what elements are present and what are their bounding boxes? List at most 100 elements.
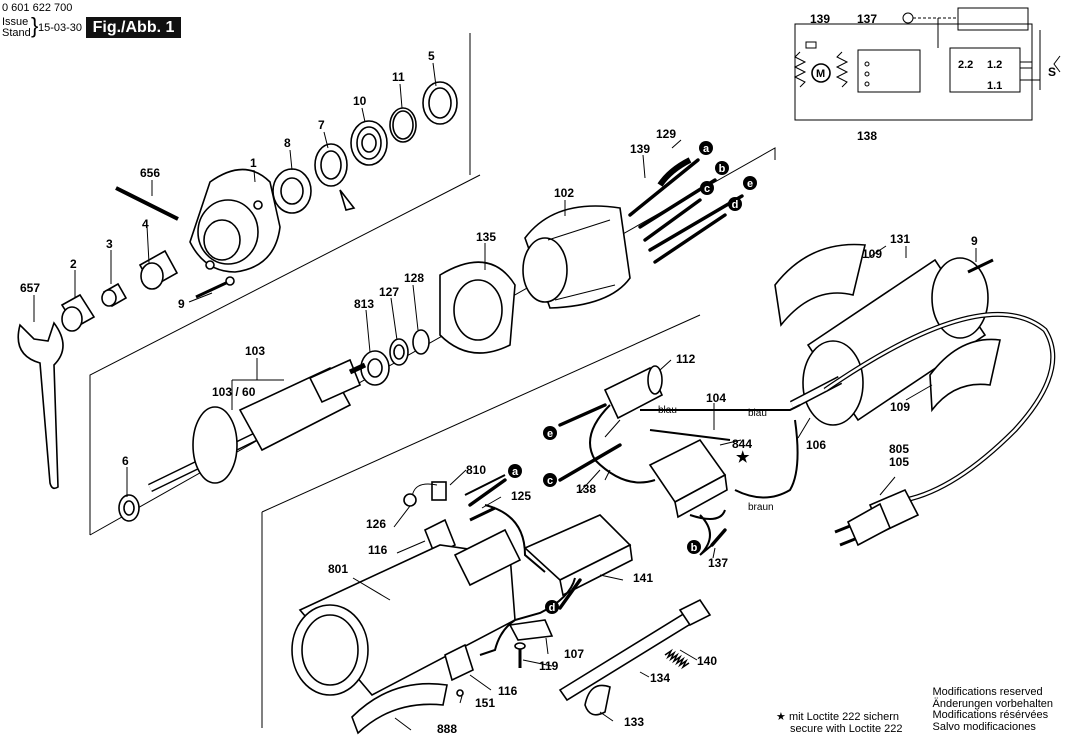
label-2: 2: [70, 257, 77, 271]
part-135-baffle: [439, 261, 516, 354]
svg-text:c: c: [547, 475, 553, 487]
label-805: 805: [889, 442, 909, 456]
loctite-line-1: mit Loctite 222 sichern: [788, 711, 899, 723]
schematic-label-2-2: 2.2: [958, 59, 973, 71]
part-number: 0 601 622 700: [2, 2, 73, 14]
schematic-label-1-2: 1.2: [987, 59, 1002, 71]
part-11-ring: [389, 107, 417, 143]
part-9-screw-right: [967, 258, 994, 274]
svg-text:b: b: [719, 163, 726, 175]
part-1-gear-housing: [189, 168, 281, 273]
part-4-sleeve: [138, 249, 179, 290]
part-6-washer: [118, 494, 140, 522]
stand-label: Stand: [2, 27, 31, 39]
label-134: 134: [650, 671, 670, 685]
label-810: 810: [466, 463, 486, 477]
svg-text:a: a: [512, 466, 519, 478]
loctite-note: ★ mit Loctite 222 sichern secure with Lo…: [776, 711, 903, 735]
label-10: 10: [353, 94, 367, 108]
svg-text:d: d: [732, 199, 739, 211]
connector-c-top: c: [700, 181, 714, 195]
field-coil-left: [793, 51, 807, 88]
wire-label-braun: braun: [748, 502, 774, 513]
part-813-bearing: [360, 350, 390, 386]
label-109-top: 109: [862, 247, 882, 261]
label-139: 139: [630, 142, 650, 156]
label-107: 107: [564, 647, 584, 661]
connector-b-top: b: [715, 161, 729, 175]
frame-lines-lower: [261, 314, 701, 728]
part-140-spring: [664, 648, 690, 670]
part-102-field: [522, 205, 631, 309]
motor-symbol: [811, 63, 831, 83]
schematic-label-137: 137: [857, 12, 877, 26]
part-9-screw-top: [195, 276, 235, 299]
part-888-sheet: [351, 682, 448, 735]
part-116-holder-lower: [444, 643, 474, 682]
schematic-label-1-1: 1.1: [987, 80, 1002, 92]
label-6: 6: [122, 454, 129, 468]
label-126: 126: [366, 517, 386, 531]
label-109-bottom: 109: [890, 400, 910, 414]
label-888: 888: [437, 722, 457, 735]
part-labels: 5 11 10 7 8 1 656 4 3 2 9 657 129 139 10…: [20, 49, 978, 735]
connector-a-bottom: a: [508, 464, 522, 478]
part-119-screw: [514, 642, 526, 668]
part-103-armature: [148, 358, 367, 493]
label-138: 138: [576, 482, 596, 496]
label-131: 131: [890, 232, 910, 246]
modifications-note: Modifications reserved Änderungen vorbeh…: [932, 686, 1053, 733]
note-line-2: Änderungen vorbehalten: [932, 697, 1053, 710]
label-128: 128: [404, 271, 424, 285]
connector-bubbles: a b c e d e c a b d: [508, 141, 757, 614]
label-1: 1: [250, 156, 257, 170]
schematic-label-S: S: [1048, 65, 1056, 79]
label-813: 813: [354, 297, 374, 311]
label-105: 105: [889, 455, 909, 469]
label-141: 141: [633, 571, 653, 585]
note-line-3: Modifications résérvées: [932, 709, 1049, 721]
brace: }: [31, 13, 39, 38]
wiring-schematic: S 139 137 138 M 2.2 1.2 1.1: [793, 7, 1061, 143]
connector-a-top: a: [699, 141, 713, 155]
part-801-motor-housing: [291, 528, 522, 697]
label-3: 3: [106, 237, 113, 251]
issue-label: Issue: [2, 16, 29, 28]
label-133: 133: [624, 715, 644, 729]
label-125: 125: [511, 489, 531, 503]
ground-symbol: [902, 12, 914, 24]
connector-b-bottom: b: [687, 540, 701, 554]
label-9-top: 9: [178, 297, 185, 311]
svg-text:c: c: [704, 183, 710, 195]
label-104: 104: [706, 391, 726, 405]
note-line-1: Modifications reserved: [932, 686, 1043, 698]
part-7-seal: [314, 143, 356, 211]
label-135: 135: [476, 230, 496, 244]
field-leads: [628, 157, 744, 264]
label-11: 11: [392, 70, 405, 84]
svg-text:e: e: [547, 428, 553, 440]
brush-leads: [464, 474, 507, 507]
loctite-star-marker: ★: [736, 449, 750, 466]
label-656: 656: [140, 166, 160, 180]
part-656-pin: [115, 186, 179, 221]
label-844: 844: [732, 437, 752, 451]
part-657-wrench: [17, 321, 64, 490]
label-4: 4: [142, 217, 149, 231]
label-106: 106: [806, 438, 826, 452]
issue-date: 15-03-30: [38, 22, 83, 34]
label-657: 657: [20, 281, 40, 295]
label-102: 102: [554, 186, 574, 200]
loctite-line-2: secure with Loctite 222: [790, 723, 903, 735]
part-107-clip: [508, 619, 554, 641]
part-810-brush: [403, 481, 447, 507]
label-119: 119: [539, 659, 559, 673]
connector-e-mid: e: [543, 426, 557, 440]
schematic-label-139: 139: [810, 12, 830, 26]
figure-label: Fig./Abb. 1: [86, 17, 181, 38]
part-109-sheet-bottom: [929, 338, 1001, 413]
part-141-leads: [479, 577, 582, 656]
part-134-slide: [558, 598, 712, 702]
label-116-top: 116: [368, 543, 388, 557]
loctite-star: ★: [776, 711, 786, 723]
